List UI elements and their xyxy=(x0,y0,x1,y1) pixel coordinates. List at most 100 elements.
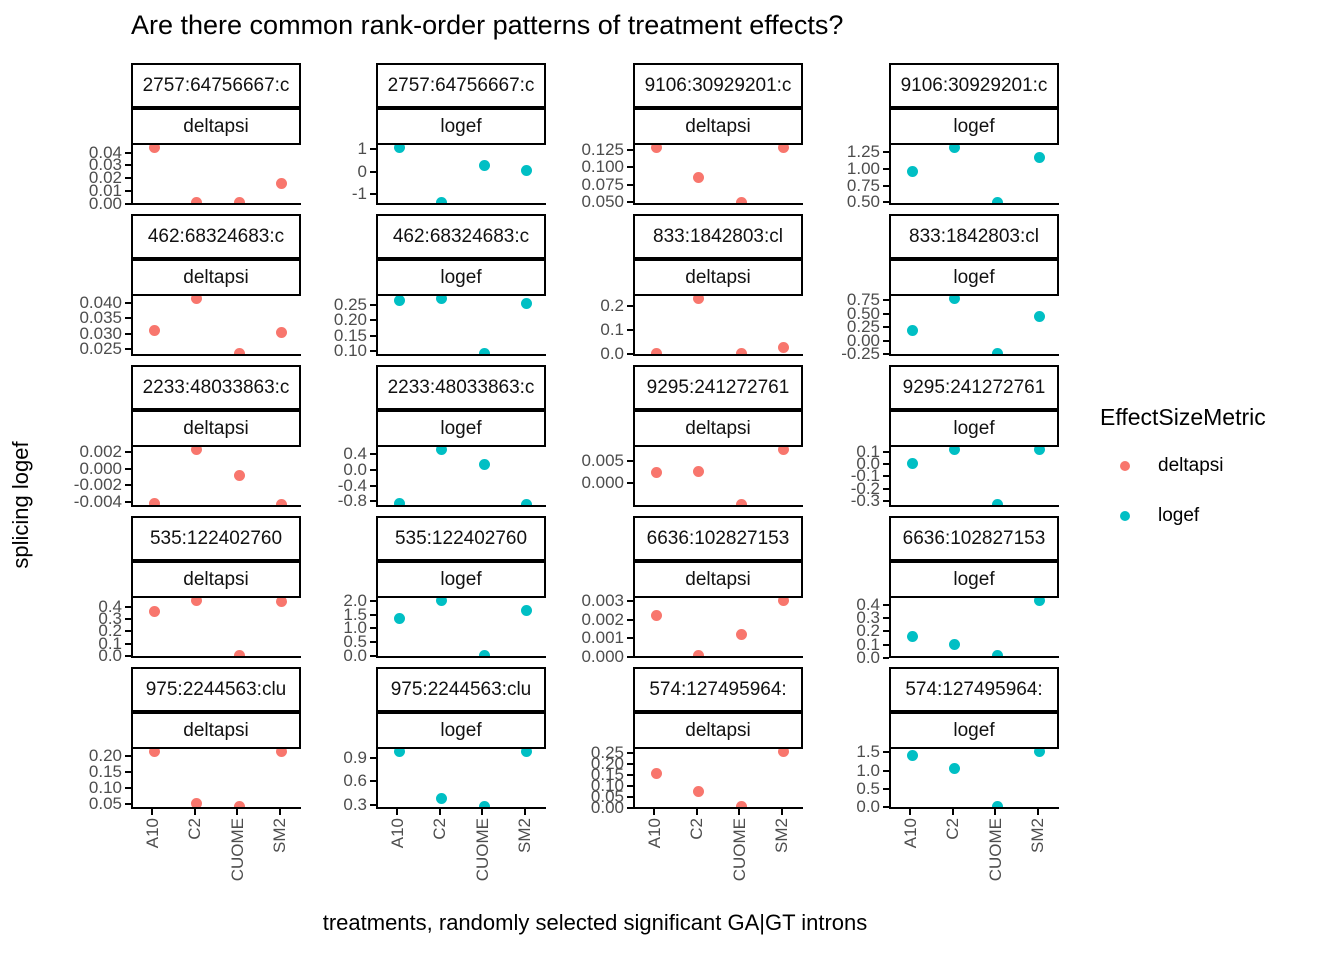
y-tick-mark xyxy=(627,751,633,754)
y-tick-label: 0.0 xyxy=(98,645,122,665)
data-point xyxy=(778,145,790,154)
x-tick-mark xyxy=(780,809,783,815)
data-point xyxy=(650,467,662,479)
facet-strip-intron: 2757:64756667:c xyxy=(376,63,546,108)
facet-panel xyxy=(131,749,301,809)
y-tick-mark xyxy=(370,193,376,196)
facet-strip-metric: logef xyxy=(376,410,546,447)
data-point xyxy=(1034,749,1046,758)
facet-strip-metric: deltapsi xyxy=(633,410,803,447)
data-point xyxy=(436,296,448,305)
y-tick-mark xyxy=(883,326,889,329)
y-tick-mark xyxy=(125,484,131,487)
x-tick-label: C2 xyxy=(943,818,963,840)
y-tick-label: -0.1 xyxy=(850,466,880,486)
data-point xyxy=(693,172,705,184)
x-tick-mark xyxy=(278,809,281,815)
y-tick-label: -0.25 xyxy=(841,344,880,364)
data-point xyxy=(778,598,790,607)
facet-strip-intron: 6636:102827153 xyxy=(889,516,1059,561)
y-tick-mark xyxy=(883,339,889,342)
data-point xyxy=(991,800,1003,807)
y-tick-mark xyxy=(370,780,376,783)
y-tick-mark xyxy=(370,599,376,602)
y-tick-mark xyxy=(883,487,889,490)
y-tick-label: 0.0 xyxy=(600,343,624,363)
legend-item-deltapsi: deltapsi xyxy=(1100,455,1266,477)
facet-panel xyxy=(376,749,546,809)
y-tick-mark xyxy=(627,481,633,484)
y-tick-label: 0.1 xyxy=(600,320,624,340)
y-tick-label: 0.000 xyxy=(581,647,624,667)
data-point xyxy=(1034,598,1046,607)
y-tick-label: 0.0 xyxy=(856,647,880,667)
y-tick-label: 1.5 xyxy=(856,742,880,762)
data-point xyxy=(393,749,405,758)
facet-strip-intron: 9295:241272761 xyxy=(633,365,803,410)
data-point xyxy=(906,749,918,761)
facet-strip-intron: 574:127495964: xyxy=(633,667,803,712)
facet-strip-metric: logef xyxy=(376,561,546,598)
y-tick-label: 0.20 xyxy=(333,310,367,330)
facet-strip-intron: 2757:64756667:c xyxy=(131,63,301,108)
y-tick-label: 0.10 xyxy=(333,341,367,361)
y-tick-mark xyxy=(125,177,131,180)
y-tick-mark xyxy=(883,151,889,154)
facet-panel xyxy=(633,145,803,205)
data-point xyxy=(949,447,961,456)
y-tick-mark xyxy=(125,451,131,454)
y-tick-label: 0.0 xyxy=(856,797,880,816)
y-tick-mark xyxy=(627,785,633,788)
y-tick-mark xyxy=(125,605,131,608)
y-tick-mark xyxy=(125,771,131,774)
y-tick-label: 0.3 xyxy=(856,608,880,628)
facet-strip-metric: logef xyxy=(376,108,546,145)
y-tick-mark xyxy=(627,305,633,308)
data-point xyxy=(735,196,747,203)
y-tick-mark xyxy=(883,184,889,187)
y-tick-label: -0.004 xyxy=(73,491,122,511)
y-tick-label: 0.5 xyxy=(343,632,367,652)
facet-strip-metric: deltapsi xyxy=(131,712,301,749)
y-tick-mark xyxy=(370,170,376,173)
data-point xyxy=(478,160,490,172)
y-tick-label: 0.0 xyxy=(856,454,880,474)
y-tick-mark xyxy=(370,303,376,306)
facet-panel xyxy=(131,447,301,507)
facet-strip-intron: 2233:48033863:c xyxy=(131,365,301,410)
y-tick-label: 1.00 xyxy=(846,159,880,178)
facet-strip-metric: deltapsi xyxy=(633,259,803,296)
y-tick-mark xyxy=(125,618,131,621)
y-tick-mark xyxy=(627,166,633,169)
y-tick-mark xyxy=(883,643,889,646)
y-tick-label: 0.125 xyxy=(581,139,624,159)
data-point xyxy=(233,649,245,656)
y-tick-label: -0.8 xyxy=(337,491,367,511)
y-tick-mark xyxy=(125,642,131,645)
y-tick-label: 0.15 xyxy=(333,325,367,345)
x-tick-label: SM2 xyxy=(772,818,792,853)
x-tick-label: C2 xyxy=(687,818,707,840)
x-tick-label: SM2 xyxy=(270,818,290,853)
data-point xyxy=(521,498,533,505)
data-point xyxy=(521,164,533,176)
data-point xyxy=(276,498,288,505)
y-tick-label: 0 xyxy=(357,161,367,181)
x-tick-label: CUOME xyxy=(985,818,1005,882)
data-point xyxy=(191,196,203,203)
facet-panel xyxy=(889,296,1059,356)
y-tick-mark xyxy=(627,460,633,463)
y-tick-mark xyxy=(125,151,131,154)
x-tick-label: C2 xyxy=(430,818,450,840)
y-tick-mark xyxy=(883,312,889,315)
y-tick-label: -0.2 xyxy=(850,478,880,498)
data-point xyxy=(436,196,448,203)
facet-strip-metric: deltapsi xyxy=(633,712,803,749)
facet-strip-metric: logef xyxy=(376,259,546,296)
y-tick-label: 0.25 xyxy=(590,742,624,762)
facet-panel xyxy=(376,145,546,205)
y-tick-mark xyxy=(883,603,889,606)
facet-strip-intron: 535:122402760 xyxy=(131,516,301,561)
facet-strip-intron: 6636:102827153 xyxy=(633,516,803,561)
data-point xyxy=(233,196,245,203)
